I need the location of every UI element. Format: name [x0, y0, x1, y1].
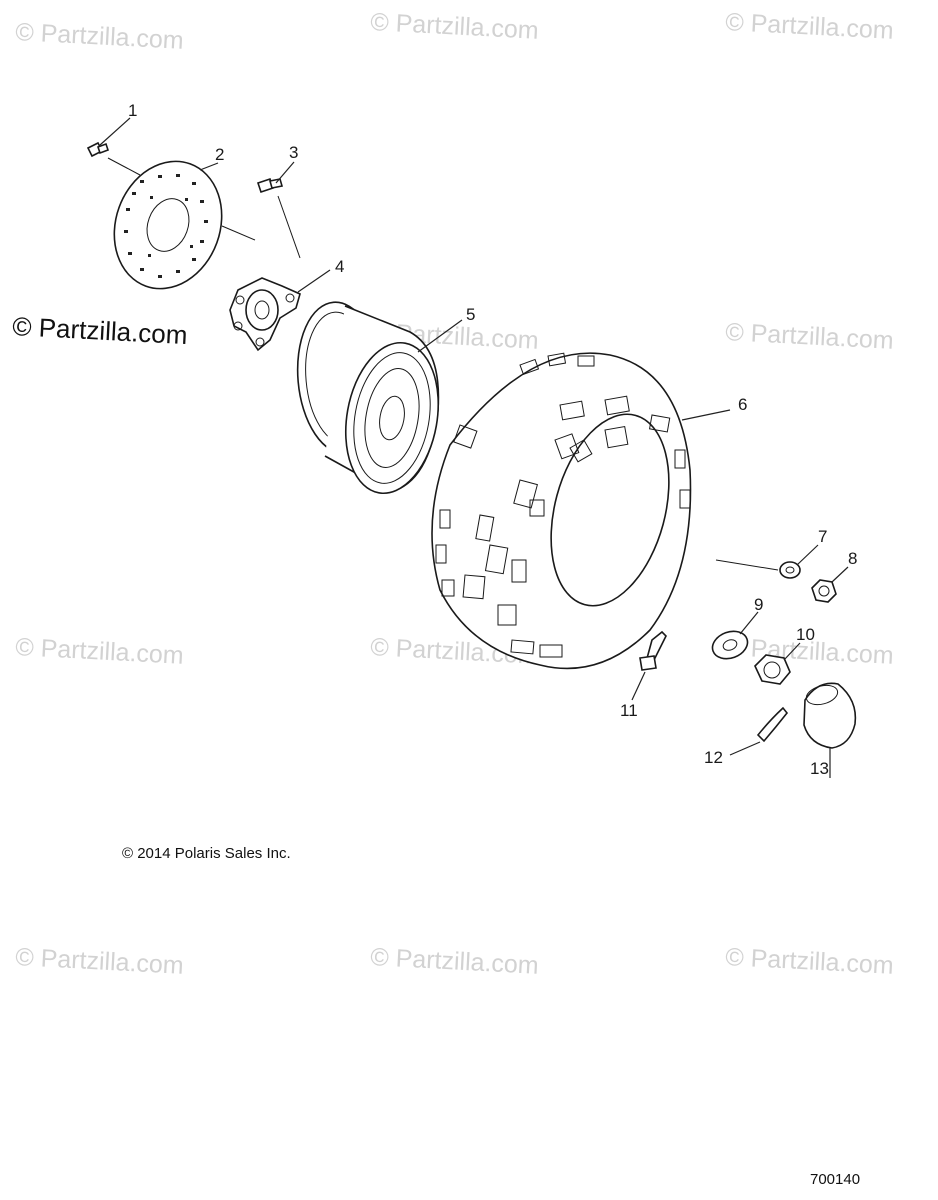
- callout-12: 12: [704, 748, 723, 767]
- callout-7: 7: [818, 527, 827, 546]
- callout-13: 13: [810, 759, 829, 778]
- callout-8: 8: [848, 549, 857, 568]
- watermark: © Partzilla.com: [370, 943, 540, 980]
- watermark: © Partzilla.com: [370, 8, 540, 45]
- callout-6: 6: [738, 395, 747, 414]
- part-10-hex-nut: [754, 642, 801, 685]
- part-8-nut: [811, 566, 849, 603]
- diagram-code: 700140: [810, 1171, 860, 1188]
- part-1-bolt: [86, 117, 141, 176]
- callout-10: 10: [796, 625, 815, 644]
- callout-4: 4: [335, 257, 344, 276]
- part-12-cotter-pin: [729, 706, 789, 756]
- watermark: © Partzilla.com: [725, 943, 895, 980]
- part-4-hub: [229, 269, 331, 352]
- callout-1: 1: [128, 101, 137, 120]
- watermark: © Partzilla.com: [15, 943, 185, 980]
- part-13-dust-cap: [803, 682, 857, 778]
- watermark: © Partzilla.com: [15, 18, 185, 55]
- copyright-text: © 2014 Polaris Sales Inc.: [122, 845, 291, 862]
- part-5-wheel-rim: [296, 301, 463, 495]
- part-9-large-washer: [711, 611, 759, 660]
- callout-2: 2: [215, 145, 224, 164]
- callout-labels: 1 2 3 4 5 6 7 8 9 10 11 12 13: [128, 101, 857, 778]
- part-11-lug-stud: [631, 630, 667, 701]
- watermark: © Partzilla.com: [15, 633, 185, 670]
- callout-11: 11: [620, 701, 638, 720]
- callout-5: 5: [466, 305, 475, 324]
- watermark: © Partzilla.com: [725, 8, 895, 45]
- watermark: © Partzilla.com: [725, 318, 895, 355]
- part-7-washer: [715, 544, 819, 579]
- part-2-brake-disc: [113, 160, 256, 290]
- callout-3: 3: [289, 143, 298, 162]
- part-6-tire: [431, 352, 731, 670]
- brand-watermark: © Partzilla.com: [12, 311, 189, 350]
- callout-9: 9: [754, 595, 763, 614]
- part-3-stud: [256, 161, 301, 259]
